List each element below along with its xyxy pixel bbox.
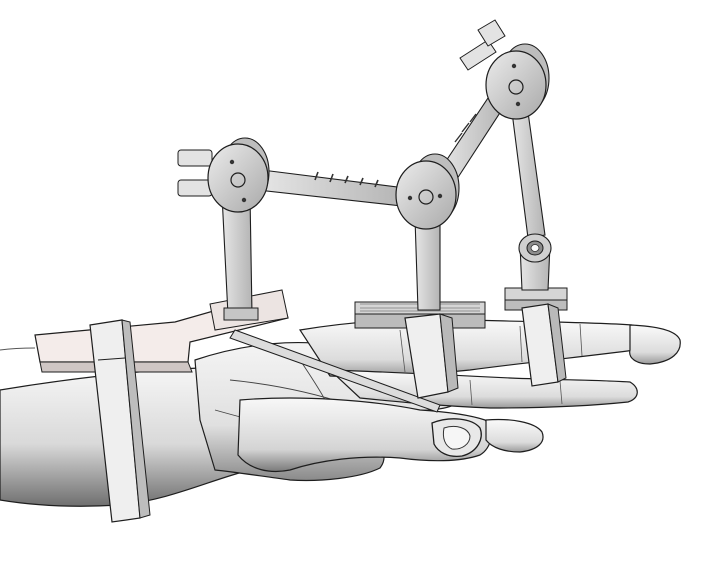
index-strap <box>404 313 459 399</box>
top-joint <box>459 19 550 120</box>
middle-joint <box>395 153 460 230</box>
middle-strap <box>521 303 567 387</box>
hand-rod <box>229 329 441 413</box>
left-joint <box>177 137 270 213</box>
right-vertical-link <box>511 111 552 291</box>
cable <box>0 347 36 351</box>
upper-horizontal-link <box>257 169 406 207</box>
wrist-strap <box>89 319 151 523</box>
middle-vertical-link <box>414 217 441 311</box>
thumb <box>237 397 544 473</box>
left-vertical-link <box>221 194 259 321</box>
